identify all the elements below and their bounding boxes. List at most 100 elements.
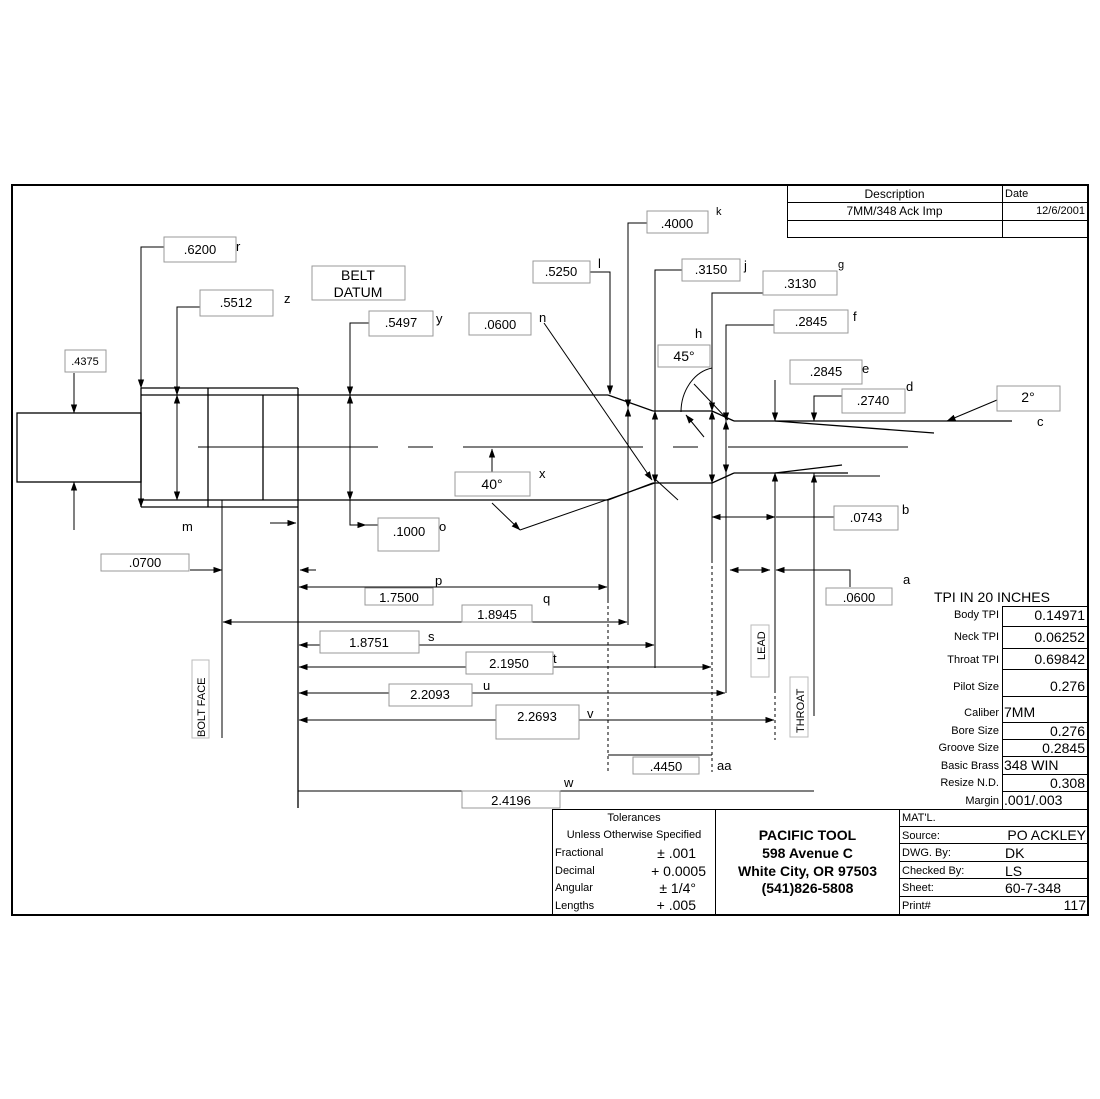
tolerance-value: ± .001	[657, 845, 696, 861]
dim-q-value: 1.8945	[477, 607, 517, 622]
title-label: Source:	[902, 830, 940, 842]
dim-b-value: .0743	[850, 510, 883, 525]
spec-value: .001/.003	[1004, 792, 1063, 808]
tolerance-label: Angular	[555, 882, 593, 894]
dim-l-value: .5250	[545, 264, 578, 279]
description-value: 7MM/348 Ack Imp	[846, 204, 943, 218]
title-label: Checked By:	[902, 865, 965, 877]
company-phone: (541)826-5808	[761, 880, 854, 896]
spec-label: Basic Brass	[940, 760, 999, 772]
dim-c-value: 2°	[1021, 389, 1034, 405]
dim-k-value: .4000	[661, 216, 694, 231]
dim-o-value: .1000	[393, 524, 426, 539]
dim-d-value: .2740	[857, 393, 890, 408]
dim-n-value: .0600	[484, 317, 517, 332]
dim-a-value: .0600	[843, 590, 876, 605]
dim-k-letter: k	[716, 206, 722, 218]
dim-aa-value: .4450	[650, 759, 683, 774]
spec-label: Caliber	[964, 707, 999, 719]
tolerances-subtitle: Unless Otherwise Specified	[566, 829, 702, 841]
bolt-face-label: BOLT FACE	[196, 677, 208, 737]
dim-t-value: 2.1950	[489, 656, 529, 671]
dim-h-value: 45°	[673, 348, 694, 364]
dim-n-letter: n	[539, 310, 546, 325]
title-value: 117	[1063, 897, 1086, 913]
dim-v-value: 2.2693	[517, 709, 557, 724]
title-value: DK	[1005, 845, 1025, 861]
dim-o-letter: o	[439, 519, 446, 534]
spec-label: Bore Size	[951, 725, 999, 737]
specs-title: TPI IN 20 INCHES	[934, 589, 1050, 605]
dim-z-letter: z	[284, 291, 291, 306]
spec-label: Pilot Size	[953, 681, 999, 693]
dim-q-letter: q	[543, 591, 550, 606]
throat-label: THROAT	[795, 688, 807, 733]
dim-w-value: 2.4196	[491, 793, 531, 808]
dimension-values: .4375 .6200 .5512 BELT DATUM .5497 .0600…	[71, 216, 1034, 808]
date-header: Date	[1005, 188, 1029, 200]
dim-x-letter: x	[539, 466, 546, 481]
pilot-value: .4375	[71, 356, 99, 368]
dim-f-letter: f	[853, 309, 857, 324]
belt-datum-line1: BELT	[341, 267, 375, 283]
spec-value: 0.2845	[1042, 740, 1085, 756]
date-value: 12/6/2001	[1036, 205, 1085, 217]
spec-value: 0.69842	[1034, 651, 1085, 667]
dim-p-letter: p	[435, 573, 442, 588]
dim-g-value: .3130	[784, 276, 817, 291]
spec-label: Groove Size	[938, 742, 999, 754]
description-header: Description	[864, 187, 925, 201]
dim-l-letter: l	[598, 256, 601, 271]
dim-j-value: .3150	[695, 262, 728, 277]
company-city: White City, OR 97503	[737, 863, 877, 879]
dim-x-value: 40°	[481, 476, 502, 492]
dim-aa-letter: aa	[717, 758, 732, 773]
dimension-lines	[70, 222, 998, 792]
dim-e-value: .2845	[810, 364, 843, 379]
spec-value: 0.276	[1049, 678, 1085, 694]
title-label: Print#	[902, 900, 931, 912]
dim-u-value: 2.2093	[410, 687, 450, 702]
spec-value: 0.06252	[1034, 629, 1085, 645]
tolerance-value: + .005	[656, 897, 696, 913]
tolerance-label: Fractional	[555, 847, 604, 859]
matl-label: MAT'L.	[902, 812, 936, 824]
dim-d-letter: d	[906, 379, 913, 394]
spec-value: 7MM	[1004, 704, 1036, 720]
spec-label: Resize N.D.	[940, 777, 999, 789]
dim-e-letter: e	[862, 361, 869, 376]
dim-u-letter: u	[483, 678, 490, 693]
value-boxes	[64, 210, 1061, 809]
title-label: Sheet:	[902, 882, 934, 894]
vertical-labels: BOLT FACE LEAD THROAT	[191, 624, 809, 739]
belt-datum-line2: DATUM	[334, 284, 383, 300]
dim-z-value: .5512	[220, 295, 253, 310]
dim-b-letter: b	[902, 502, 909, 517]
dim-m-value: .0700	[129, 555, 162, 570]
spec-value: 348 WIN	[1004, 757, 1059, 773]
dim-g-letter: g	[838, 259, 844, 271]
company-name: PACIFIC TOOL	[758, 827, 857, 843]
company-street: 598 Avenue C	[762, 845, 853, 861]
tolerance-label: Lengths	[555, 900, 595, 912]
dim-h-letter: h	[695, 326, 702, 341]
tolerances-title: Tolerances	[607, 812, 661, 824]
dim-s-letter: s	[428, 629, 435, 644]
tolerance-label: Decimal	[555, 865, 595, 877]
dim-c-letter: c	[1037, 414, 1044, 429]
tolerance-value: + 0.0005	[651, 863, 706, 879]
spec-label: Neck TPI	[953, 631, 999, 643]
dim-m-letter: m	[182, 519, 193, 534]
dim-s-value: 1.8751	[349, 635, 389, 650]
title-label: DWG. By:	[902, 847, 951, 859]
title-value: 60-7-348	[1005, 880, 1062, 896]
spec-value: 0.276	[1049, 723, 1085, 739]
spec-value: 0.14971	[1034, 607, 1085, 623]
title-value: PO ACKLEY	[1007, 827, 1086, 843]
tolerance-value: ± 1/4°	[659, 880, 696, 896]
spec-value: 0.308	[1049, 775, 1085, 791]
dim-v-letter: v	[587, 706, 594, 721]
title-value: LS	[1005, 863, 1023, 879]
dim-t-letter: t	[553, 651, 557, 666]
